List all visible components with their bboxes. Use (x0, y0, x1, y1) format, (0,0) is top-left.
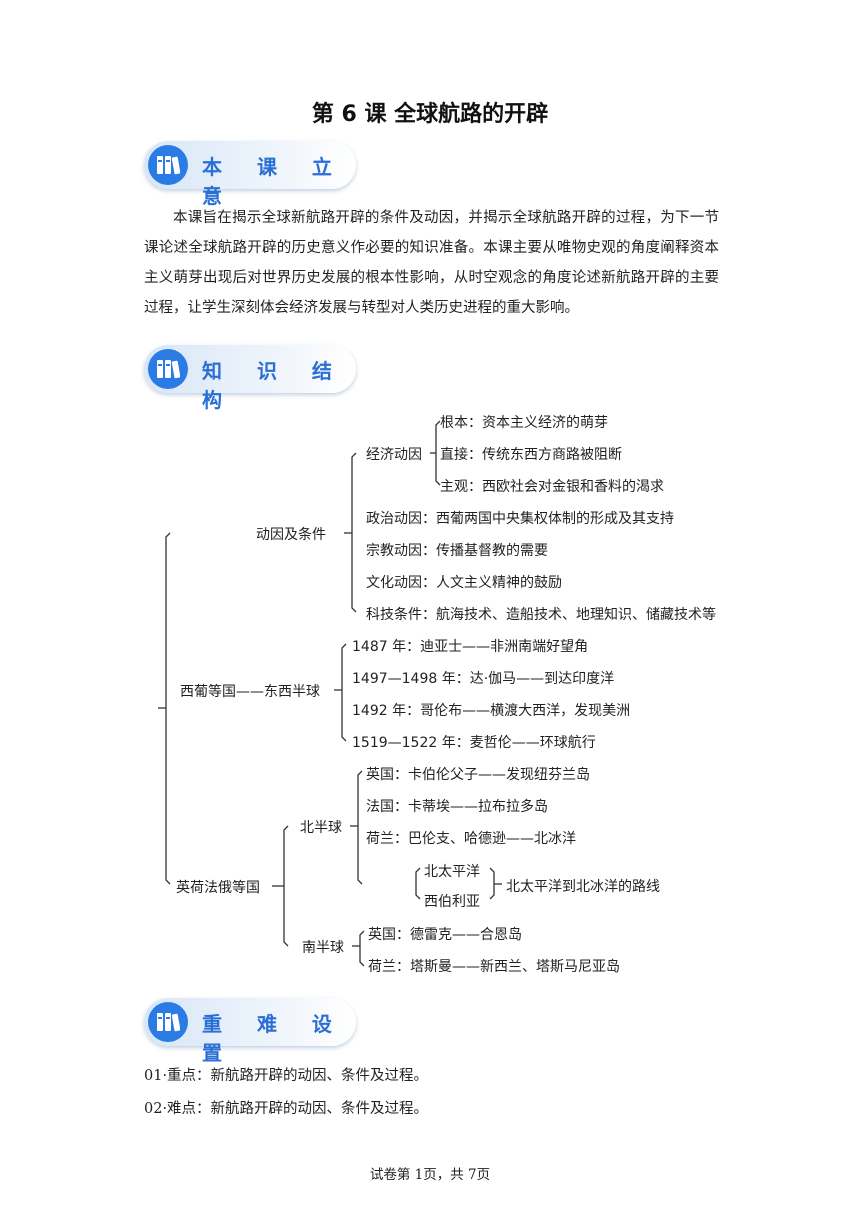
books-icon (148, 145, 188, 185)
tree-leaf: 政治动因：西葡两国中央集权体制的形成及其支持 (366, 511, 674, 527)
section-title: 重 难 设 置 (202, 1012, 346, 1065)
intro-paragraph: 本课旨在揭示全球新航路开辟的条件及动因，并揭示全球航路开辟的过程，为下一节课论述… (144, 210, 719, 316)
tree-leaf: 1487 年：迪亚士——非洲南端好望角 (352, 639, 589, 655)
page-title: 第 6 课 全球航路的开辟 (311, 102, 549, 127)
tree-node-motive: 动因及条件 (256, 527, 326, 543)
section-banner-intent: 本 课 立 意 (144, 141, 356, 208)
difficult-point: 02·难点：新航路开辟的动因、条件及过程。 (144, 1101, 429, 1117)
tree-leaf: 文化动因：人文主义精神的鼓励 (366, 575, 562, 591)
tree-leaf: 北太平洋 (424, 864, 480, 880)
tree-node-others: 英荷法俄等国 (176, 880, 260, 896)
section-banner-structure: 知 识 结 构 (144, 345, 356, 412)
tree-leaf: 1492 年：哥伦布——横渡大西洋，发现美洲 (352, 703, 631, 719)
tree-leaf: 英国：德雷克——合恩岛 (368, 927, 522, 943)
tree-node-economic: 经济动因 (366, 447, 422, 463)
key-point: 01·重点：新航路开辟的动因、条件及过程。 (144, 1068, 429, 1084)
tree-leaf: 荷兰：巴伦支、哈德逊——北冰洋 (366, 831, 576, 847)
tree-leaf: 法国：卡蒂埃——拉布拉多岛 (366, 799, 548, 815)
books-icon (148, 349, 188, 389)
tree-leaf: 北太平洋到北冰洋的路线 (506, 879, 660, 895)
tree-node-south: 南半球 (302, 940, 344, 956)
tree-node-portugal: 西葡等国——东西半球 (180, 684, 320, 700)
tree-leaf: 西伯利亚 (424, 894, 480, 910)
tree-leaf: 荷兰：塔斯曼——新西兰、塔斯马尼亚岛 (368, 959, 620, 975)
tree-leaf: 1519—1522 年：麦哲伦——环球航行 (352, 735, 596, 751)
section-banner-key: 重 难 设 置 (144, 998, 356, 1065)
tree-node-north: 北半球 (300, 820, 342, 836)
tree-leaf: 直接：传统东西方商路被阻断 (440, 447, 622, 463)
tree-leaf: 英国：卡伯伦父子——发现纽芬兰岛 (366, 767, 590, 783)
tree-leaf: 宗教动因：传播基督教的需要 (366, 543, 548, 559)
section-title: 知 识 结 构 (202, 359, 346, 412)
tree-leaf: 1497—1498 年：达·伽马——到达印度洋 (352, 671, 615, 687)
section-title: 本 课 立 意 (202, 155, 346, 208)
tree-leaf: 主观：西欧社会对金银和香料的渴求 (440, 479, 664, 495)
books-icon (148, 1002, 188, 1042)
tree-leaf: 科技条件：航海技术、造船技术、地理知识、储藏技术等 (366, 607, 716, 623)
tree-leaf: 根本：资本主义经济的萌芽 (440, 415, 608, 431)
page-footer: 试卷第 1页，共 7页 (369, 1167, 491, 1183)
